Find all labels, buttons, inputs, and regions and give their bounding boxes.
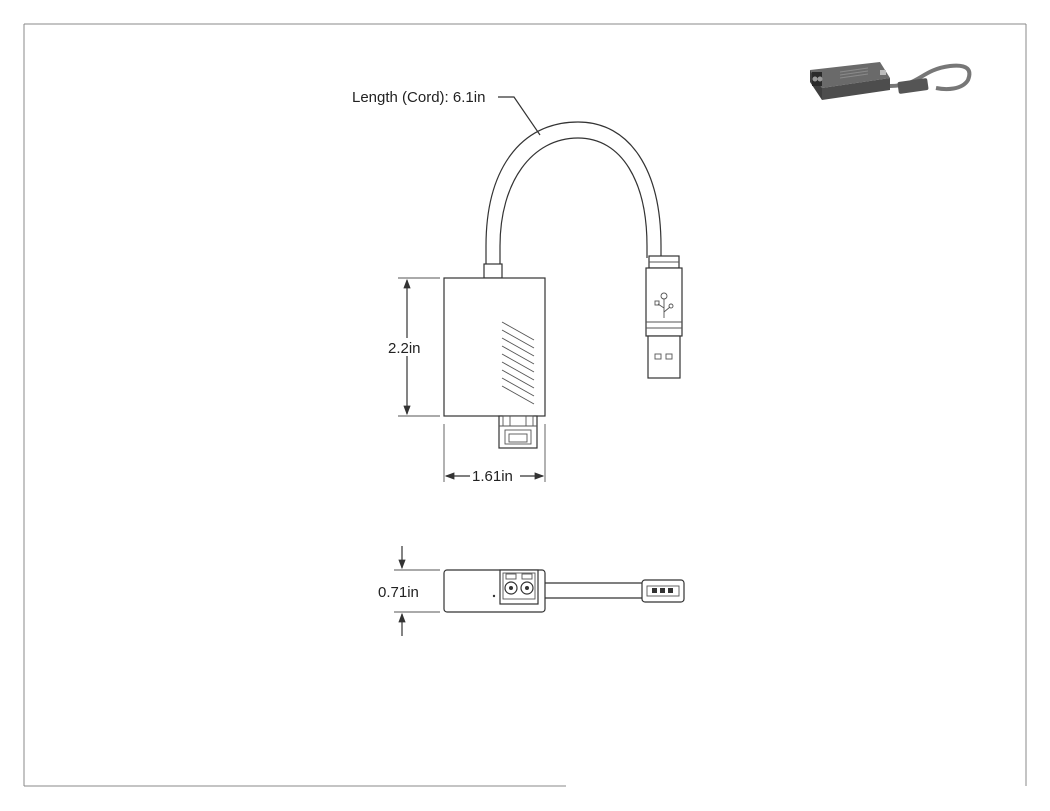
sheet-frame: [23, 23, 1027, 787]
cord-length-label: Length (Cord): 6.1in: [352, 89, 485, 106]
side-view: [443, 569, 685, 613]
depth-dimension: 0.71in: [378, 546, 440, 636]
usb-cord: [485, 121, 662, 266]
width-label: 1.61in: [472, 468, 513, 485]
usb-a-connector: [645, 255, 683, 379]
vent-slots: [501, 321, 535, 405]
height-label: 2.2in: [388, 340, 421, 357]
width-dimension: 1.61in: [443, 424, 546, 485]
top-view: [443, 121, 683, 449]
cord-length-callout: Length (Cord): 6.1in: [352, 89, 541, 136]
product-photo-thumbnail: [810, 62, 972, 100]
height-dimension: 2.2in: [388, 277, 440, 417]
fiber-port-assembly: [498, 415, 538, 449]
duplex-fiber-port-icon: [499, 569, 539, 605]
converter-body: [443, 277, 546, 417]
usb-trident-icon: [654, 292, 674, 318]
depth-label: 0.71in: [378, 584, 419, 601]
